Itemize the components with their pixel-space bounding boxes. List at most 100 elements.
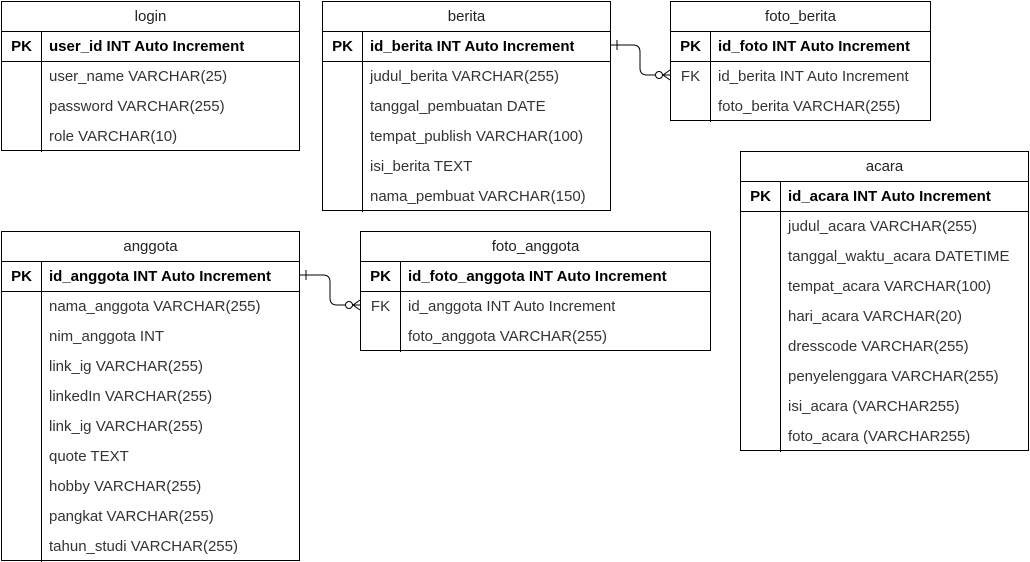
zero-marker (345, 301, 353, 309)
pk-label: PK (2, 262, 42, 291)
key-label (741, 332, 781, 362)
field-name: password VARCHAR(255) (49, 98, 225, 115)
field-row[interactable]: foto_anggota VARCHAR(255) (361, 322, 710, 352)
field-row[interactable]: link_ig VARCHAR(255) (2, 352, 299, 382)
field-row[interactable]: tempat_publish VARCHAR(100) (323, 122, 610, 152)
table-title: acara (741, 152, 1028, 182)
field-name: tempat_publish VARCHAR(100) (370, 128, 584, 145)
field-row[interactable]: foto_berita VARCHAR(255) (671, 92, 930, 122)
field-name: foto_acara (VARCHAR255) (788, 428, 971, 445)
field-name: id_berita INT Auto Increment (718, 68, 909, 85)
field-row[interactable]: FK id_anggota INT Auto Increment (361, 292, 710, 322)
key-label (2, 92, 42, 122)
connector-line (611, 44, 670, 76)
table-foto-berita[interactable]: foto_berita PK id_foto INT Auto Incremen… (670, 1, 931, 122)
key-label (2, 292, 42, 322)
key-label (671, 92, 711, 122)
pk-field: id_foto_anggota INT Auto Increment (408, 268, 667, 285)
field-row[interactable]: role VARCHAR(10) (2, 122, 299, 152)
field-row[interactable]: hobby VARCHAR(255) (2, 472, 299, 502)
key-label (741, 272, 781, 302)
field-name: id_anggota INT Auto Increment (408, 298, 616, 315)
pk-field: user_id INT Auto Increment (49, 38, 245, 55)
table-acara[interactable]: acara PK id_acara INT Auto Increment jud… (740, 151, 1029, 452)
key-label (2, 352, 42, 382)
key-label (323, 92, 363, 122)
fk-label: FK (671, 62, 711, 92)
field-name: foto_anggota VARCHAR(255) (408, 328, 607, 345)
table-anggota[interactable]: anggota PK id_anggota INT Auto Increment… (1, 231, 300, 562)
table-berita[interactable]: berita PK id_berita INT Auto Increment j… (322, 1, 611, 212)
primary-key-row[interactable]: PK id_foto INT Auto Increment (671, 32, 930, 62)
field-name: user_name VARCHAR(25) (49, 68, 228, 85)
field-row[interactable]: tanggal_waktu_acara DATETIME (741, 242, 1028, 272)
table-title: foto_berita (671, 2, 930, 32)
key-label (323, 122, 363, 152)
field-row[interactable]: isi_berita TEXT (323, 152, 610, 182)
connector-line (300, 274, 360, 306)
field-name: role VARCHAR(10) (49, 128, 178, 145)
pk-field: id_anggota INT Auto Increment (49, 268, 271, 285)
field-name: link_ig VARCHAR(255) (49, 358, 203, 375)
field-name: penyelenggara VARCHAR(255) (788, 368, 999, 385)
pk-label: PK (741, 182, 781, 211)
field-row[interactable]: penyelenggara VARCHAR(255) (741, 362, 1028, 392)
key-label (741, 422, 781, 452)
pk-field: id_acara INT Auto Increment (788, 188, 991, 205)
field-name: foto_berita VARCHAR(255) (718, 98, 901, 115)
field-row[interactable]: linkedIn VARCHAR(255) (2, 382, 299, 412)
field-row[interactable]: dresscode VARCHAR(255) (741, 332, 1028, 362)
field-name: nama_anggota VARCHAR(255) (49, 298, 261, 315)
key-label (323, 152, 363, 182)
pk-field: id_foto INT Auto Increment (718, 38, 910, 55)
zero-marker (655, 71, 663, 79)
table-title: anggota (2, 232, 299, 262)
key-label (2, 502, 42, 532)
table-title: foto_anggota (361, 232, 710, 262)
key-label (741, 392, 781, 422)
field-row[interactable]: user_name VARCHAR(25) (2, 62, 299, 92)
primary-key-row[interactable]: PK id_anggota INT Auto Increment (2, 262, 299, 292)
field-row[interactable]: judul_berita VARCHAR(255) (323, 62, 610, 92)
key-label (323, 182, 363, 212)
field-row[interactable]: judul_acara VARCHAR(255) (741, 212, 1028, 242)
field-row[interactable]: nim_anggota INT (2, 322, 299, 352)
field-row[interactable]: hari_acara VARCHAR(20) (741, 302, 1028, 332)
field-name: tanggal_pembuatan DATE (370, 98, 546, 115)
table-foto-anggota[interactable]: foto_anggota PK id_foto_anggota INT Auto… (360, 231, 711, 352)
field-name: isi_berita TEXT (370, 158, 473, 175)
key-label (323, 62, 363, 92)
field-row[interactable]: pangkat VARCHAR(255) (2, 502, 299, 532)
field-row[interactable]: tanggal_pembuatan DATE (323, 92, 610, 122)
pk-label: PK (671, 32, 711, 61)
primary-key-row[interactable]: PK id_foto_anggota INT Auto Increment (361, 262, 710, 292)
field-row[interactable]: isi_acara (VARCHAR255) (741, 392, 1028, 422)
primary-key-row[interactable]: PK id_berita INT Auto Increment (323, 32, 610, 62)
relation-berita-foto-berita[interactable] (611, 40, 671, 81)
crows-foot-marker (662, 69, 671, 81)
field-row[interactable]: foto_acara (VARCHAR255) (741, 422, 1028, 452)
field-name: tanggal_waktu_acara DATETIME (788, 248, 1010, 265)
fk-label: FK (361, 292, 401, 322)
field-row[interactable]: tahun_studi VARCHAR(255) (2, 532, 299, 562)
key-label (2, 532, 42, 562)
field-row[interactable]: nama_anggota VARCHAR(255) (2, 292, 299, 322)
key-label (741, 242, 781, 272)
key-label (2, 122, 42, 152)
table-login[interactable]: login PK user_id INT Auto Increment user… (1, 1, 300, 152)
field-name: pangkat VARCHAR(255) (49, 508, 214, 525)
pk-label: PK (2, 32, 42, 61)
key-label (2, 472, 42, 502)
relation-anggota-foto-anggota[interactable] (300, 270, 361, 311)
field-name: nama_pembuat VARCHAR(150) (370, 188, 586, 205)
field-name: judul_berita VARCHAR(255) (370, 68, 559, 85)
field-name: quote TEXT (49, 448, 129, 465)
field-row[interactable]: FK id_berita INT Auto Increment (671, 62, 930, 92)
primary-key-row[interactable]: PK id_acara INT Auto Increment (741, 182, 1028, 212)
field-row[interactable]: link_ig VARCHAR(255) (2, 412, 299, 442)
primary-key-row[interactable]: PK user_id INT Auto Increment (2, 32, 299, 62)
field-row[interactable]: quote TEXT (2, 442, 299, 472)
field-row[interactable]: password VARCHAR(255) (2, 92, 299, 122)
field-row[interactable]: nama_pembuat VARCHAR(150) (323, 182, 610, 212)
field-row[interactable]: tempat_acara VARCHAR(100) (741, 272, 1028, 302)
